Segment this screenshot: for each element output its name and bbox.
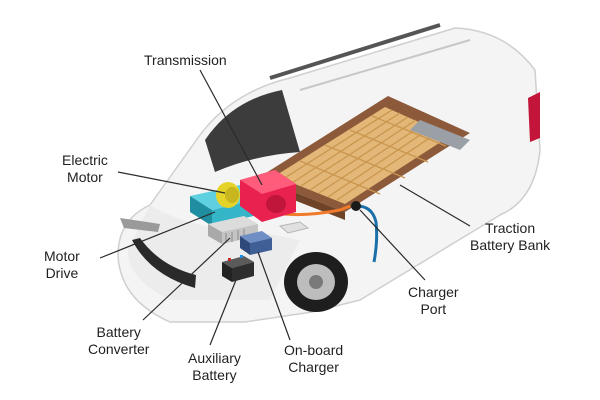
label-motor-drive: Motor Drive bbox=[44, 248, 80, 281]
taillight bbox=[528, 92, 540, 142]
leader-lines bbox=[99, 69, 471, 346]
label-transmission: Transmission bbox=[144, 52, 227, 68]
battery-converter-unit bbox=[208, 216, 258, 244]
onboard-charger-unit bbox=[240, 231, 272, 255]
label-battery-converter: Battery Converter bbox=[88, 324, 150, 357]
front-grille bbox=[132, 238, 196, 288]
leader-traction-battery bbox=[399, 184, 471, 227]
windshield bbox=[205, 90, 300, 172]
label-electric-motor: Electric Motor bbox=[62, 152, 108, 185]
leader-transmission bbox=[199, 69, 263, 186]
leader-onboard-charger bbox=[257, 251, 291, 341]
leader-motor-drive bbox=[99, 211, 216, 259]
battery-cells bbox=[275, 107, 450, 204]
charger-port-socket bbox=[351, 201, 361, 211]
leader-electric-motor bbox=[117, 171, 226, 194]
label-onboard-charger: On-board Charger bbox=[284, 342, 344, 375]
leader-auxiliary-battery bbox=[209, 279, 237, 346]
transmission-unit bbox=[240, 170, 296, 222]
label-charger-port: Charger Port bbox=[408, 284, 459, 317]
label-traction-battery-bank: Traction Battery Bank bbox=[470, 220, 551, 253]
leader-battery-converter bbox=[142, 237, 231, 321]
leader-charger-port bbox=[359, 209, 426, 281]
junction-box bbox=[278, 221, 310, 234]
auxiliary-battery-unit bbox=[222, 255, 254, 282]
label-auxiliary-battery: Auxiliary Battery bbox=[188, 350, 241, 383]
electric-motor-unit bbox=[216, 182, 240, 208]
charger-cable bbox=[354, 204, 379, 263]
roof-rail bbox=[269, 23, 441, 80]
headlight bbox=[120, 218, 160, 232]
